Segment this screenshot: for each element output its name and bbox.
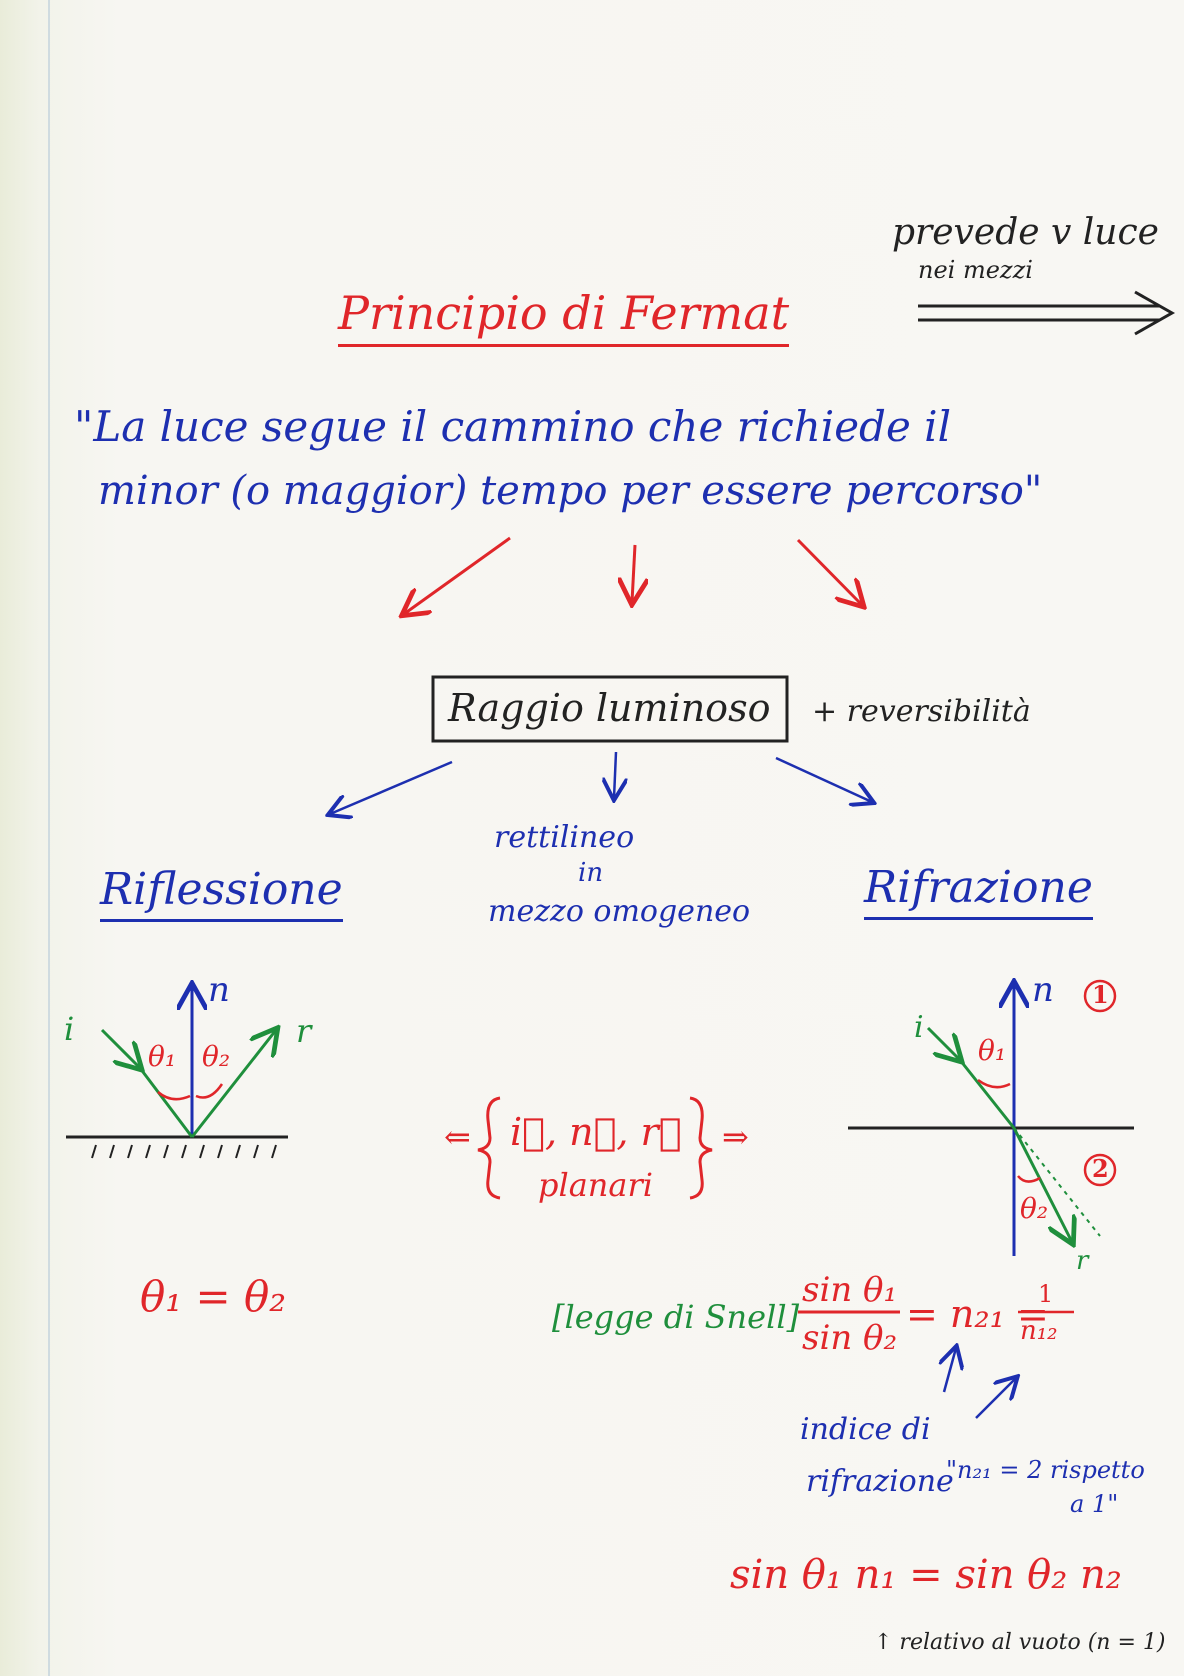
medium-2-label: 2 [1092, 1154, 1109, 1183]
red-arrow-right [796, 538, 862, 605]
index-arrow-1 [944, 1348, 956, 1393]
reflection-theta2: θ₂ [202, 1040, 231, 1073]
reflection-diagram [66, 986, 288, 1159]
reflection-label-r: r [296, 1012, 312, 1050]
reflection-theta1: θ₁ [148, 1040, 177, 1073]
blue-arrow-down [614, 751, 616, 798]
quote-line1: "La luce segue il cammino che richiede i… [74, 402, 952, 451]
double-arrow-icon [918, 290, 1176, 336]
reflection-label-i: i [64, 1010, 75, 1048]
right-brace [689, 1096, 713, 1200]
page-title: Principio di Fermat [338, 286, 790, 347]
snell-rhs: = n₂₁ = [906, 1292, 1049, 1336]
refraction-theta2: θ₂ [1020, 1192, 1049, 1225]
snell-frac-num: 1 [1038, 1280, 1054, 1308]
index-note-line1: indice di [800, 1412, 931, 1447]
coplanar-word: planari [538, 1166, 654, 1204]
reflection-heading: Riflessione [100, 864, 343, 922]
margin-line [48, 0, 50, 1676]
medium-1-label: 1 [1092, 980, 1109, 1009]
raggio-box [431, 675, 789, 743]
left-brace [477, 1096, 501, 1200]
middle-branch-line1: rettilineo [494, 820, 635, 855]
index-note-line4: a 1" [1070, 1490, 1119, 1518]
middle-branch-line3: mezzo omogeneo [488, 894, 751, 929]
quote-line2: minor (o maggior) tempo per essere perco… [98, 468, 1043, 514]
refraction-label-r: r [1076, 1246, 1089, 1276]
snell-numerator: sin θ₁ [802, 1270, 898, 1310]
coplanar-right-arrow: ⇒ [722, 1118, 749, 1156]
middle-branch-line2: in [578, 858, 604, 888]
index-note-line2: rifrazione [806, 1464, 954, 1499]
side-note-line1: prevede v luce [892, 212, 1159, 253]
refraction-heading: Rifrazione [864, 862, 1093, 920]
refraction-label-n: n [1032, 970, 1054, 1010]
coplanar-left-arrow: ⇐ [444, 1118, 471, 1156]
refraction-diagram [848, 981, 1134, 1256]
snell-denominator: sin θ₂ [802, 1318, 898, 1358]
index-arrow-2 [975, 1378, 1016, 1419]
blue-arrow-right [775, 756, 872, 802]
blue-arrow-left [330, 760, 453, 814]
coplanar-vectors: i⃗, n⃗, r⃗ [510, 1110, 682, 1154]
refraction-theta1: θ₁ [978, 1034, 1007, 1067]
snell-label: [legge di Snell] [552, 1298, 800, 1336]
reversibility-label: + reversibilità [812, 694, 1031, 729]
index-note-line3: "n₂₁ = 2 rispetto [946, 1456, 1145, 1484]
red-arrow-down [632, 544, 635, 602]
refraction-label-i: i [914, 1010, 924, 1045]
reflection-label-n: n [208, 970, 230, 1010]
bottom-equation: sin θ₁ n₁ = sin θ₂ n₂ [730, 1552, 1122, 1598]
red-arrow-left [404, 536, 511, 614]
bottom-note: ↑ relativo al vuoto (n = 1) [874, 1630, 1166, 1655]
side-note-line2: nei mezzi [918, 256, 1033, 284]
reflection-equation: θ₁ = θ₂ [140, 1272, 287, 1321]
snell-frac-den: n₁₂ [1020, 1316, 1058, 1346]
raggio-label: Raggio luminoso [448, 686, 771, 730]
